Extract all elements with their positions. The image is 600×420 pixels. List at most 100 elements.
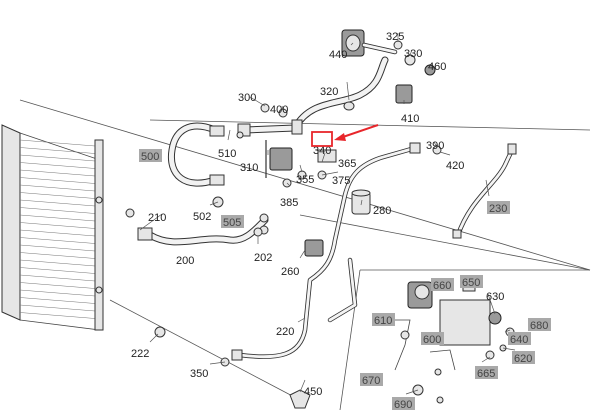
- callout-label: 222: [131, 348, 149, 360]
- leader-line: [487, 293, 496, 315]
- callout-label: 500: [141, 151, 159, 163]
- pipe-220: [231, 142, 421, 361]
- callout-510: 510: [218, 148, 236, 160]
- callout-label: 320: [320, 86, 338, 98]
- callout-label: 610: [374, 315, 392, 327]
- callout-355: 355: [296, 174, 314, 186]
- callout-600: 600: [421, 332, 444, 346]
- condenser-fin: [19, 154, 96, 162]
- callout-210: 210: [148, 212, 166, 224]
- frame-lines: [19, 99, 591, 411]
- callout-label: 640: [510, 334, 528, 346]
- leader-line: [405, 389, 419, 395]
- leader-line: [299, 379, 306, 393]
- callout-label: 650: [462, 277, 480, 289]
- callout-350: 350: [190, 368, 208, 380]
- condenser-fin: [19, 312, 96, 319]
- callout-highlight-box: [360, 373, 383, 386]
- condenser-fin: [19, 274, 96, 282]
- callout-label: 325: [386, 31, 404, 43]
- callout-label: 420: [446, 160, 464, 172]
- condenser-fin: [19, 282, 96, 289]
- callout-label: 350: [190, 368, 208, 380]
- callout-label: 340: [313, 145, 331, 157]
- callout-680: 680: [528, 318, 551, 332]
- callout-label: 300: [238, 92, 256, 104]
- callout-label: 310: [240, 162, 258, 174]
- callout-label: 620: [514, 353, 532, 365]
- callout-460: 460: [428, 61, 446, 73]
- callout-label: 670: [362, 375, 380, 387]
- leader-line: [149, 333, 159, 343]
- callout-202: 202: [254, 252, 272, 264]
- callout-220: 220: [276, 326, 294, 338]
- callout-410: 410: [401, 113, 419, 125]
- condenser-fin: [19, 199, 96, 207]
- callout-label: 600: [423, 334, 441, 346]
- callout-665: 665: [475, 366, 498, 380]
- leader-lines: [139, 33, 516, 395]
- leader-line: [227, 129, 231, 141]
- callout-500: 500: [139, 149, 162, 163]
- callout-highlight-box: [512, 351, 535, 364]
- drier-280: [351, 189, 371, 215]
- callout-340: 340: [313, 145, 331, 157]
- leader-line: [439, 151, 451, 156]
- red-pointer-arrowhead: [334, 133, 346, 141]
- condenser-fin: [19, 267, 96, 274]
- callout-label: 230: [489, 203, 507, 215]
- callout-highlight-box: [508, 332, 531, 345]
- condenser-fin: [19, 162, 96, 169]
- callout-label: 202: [254, 252, 272, 264]
- callout-highlight-box: [221, 215, 244, 228]
- leader-line: [281, 105, 284, 111]
- callout-label: 505: [223, 217, 241, 229]
- callout-502: 502: [193, 211, 211, 223]
- callout-690: 690: [392, 397, 415, 411]
- callout-label: 280: [373, 205, 391, 217]
- callout-highlight-box: [460, 275, 483, 288]
- callout-label: 210: [148, 212, 166, 224]
- callout-label: 440: [329, 49, 347, 61]
- callout-label: 220: [276, 326, 294, 338]
- leader-line: [433, 141, 438, 148]
- callout-highlight-box: [475, 366, 498, 379]
- leader-line: [346, 81, 350, 101]
- callout-222: 222: [131, 348, 149, 360]
- emphasis-box: [311, 131, 333, 147]
- condenser-fin: [19, 184, 96, 192]
- condenser-fin: [19, 139, 96, 147]
- callout-670: 670: [360, 373, 383, 387]
- condenser-fin: [19, 297, 96, 304]
- callout-label: 375: [332, 175, 350, 187]
- condenser-fin: [19, 244, 96, 252]
- leader-line: [504, 329, 511, 333]
- leader-line: [249, 96, 266, 107]
- callout-label: 680: [530, 320, 548, 332]
- leader-line: [321, 171, 339, 176]
- pipe-320: [237, 56, 389, 137]
- callout-label: 200: [176, 255, 194, 267]
- leader-line: [409, 49, 413, 56]
- callout-label: 355: [296, 174, 314, 186]
- callout-label: 660: [433, 280, 451, 292]
- condenser-fin: [19, 207, 96, 214]
- callout-label: 630: [486, 291, 504, 303]
- callout-610: 610: [372, 313, 395, 327]
- leader-line: [297, 317, 306, 323]
- callout-label: 502: [193, 211, 211, 223]
- condenser-fin: [19, 252, 96, 259]
- callout-630: 630: [486, 291, 504, 303]
- callout-375: 375: [332, 175, 350, 187]
- callout-230: 230: [487, 201, 510, 215]
- callout-label: 460: [428, 61, 446, 73]
- condenser-fin: [19, 169, 96, 177]
- callout-200: 200: [176, 255, 194, 267]
- leader-line: [481, 356, 491, 363]
- callout-label: 365: [338, 158, 356, 170]
- callout-label: 330: [404, 48, 422, 60]
- callout-400: 400: [270, 104, 288, 116]
